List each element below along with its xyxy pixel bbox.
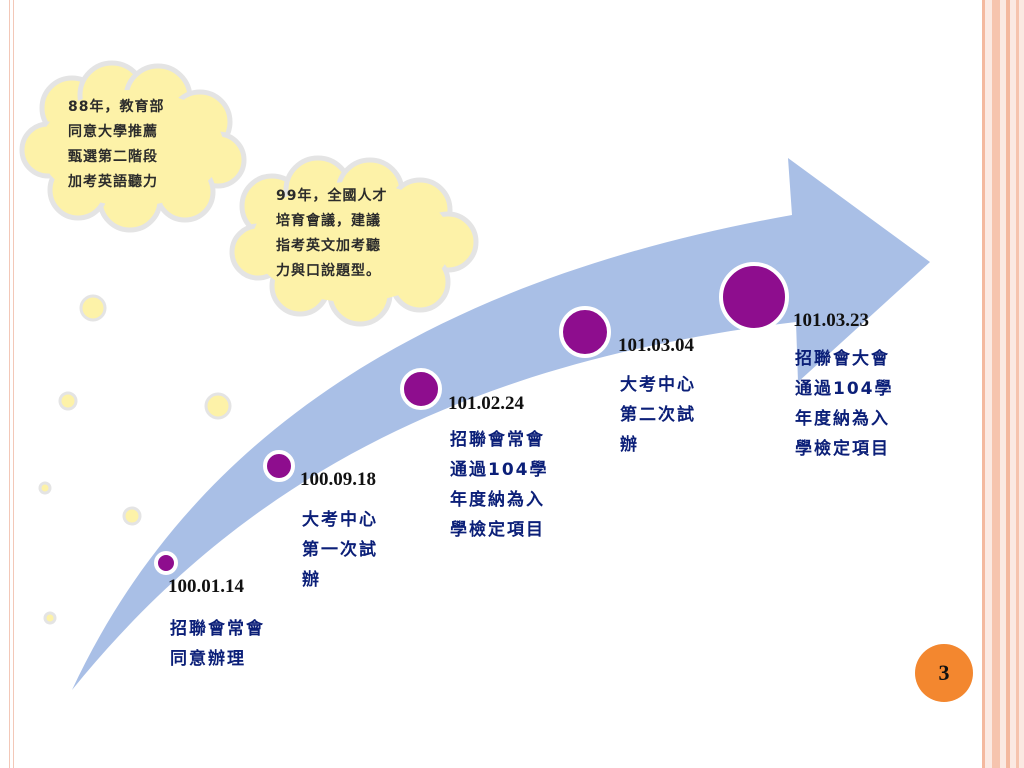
milestone-dot-4	[559, 306, 611, 358]
milestone-date-3: 101.02.24	[448, 393, 524, 414]
milestone-date-2: 100.09.18	[300, 469, 376, 490]
milestone-date-4: 101.03.04	[618, 335, 694, 356]
milestone-desc-4: 大考中心 第二次試 辦	[620, 375, 696, 455]
thought-bubbles	[38, 294, 232, 625]
cloud-text-2: 99年，全國人才 培育會議，建議 指考英文加考聽 力與口說題型。	[276, 188, 388, 279]
milestone-desc-1: 招聯會常會 同意辦理	[170, 619, 265, 669]
milestone-desc-5: 招聯會大會 通過104學 年度納為入 學檢定項目	[795, 349, 894, 459]
milestone-dot-3	[400, 368, 442, 410]
page-number-badge: 3	[915, 644, 973, 702]
left-frame-border	[0, 0, 14, 768]
milestone-date-5: 101.03.23	[793, 310, 869, 331]
milestone-dot-2	[263, 450, 295, 482]
milestone-desc-3: 招聯會常會 通過104學 年度納為入 學檢定項目	[450, 430, 549, 540]
milestone-dot-1	[154, 551, 178, 575]
milestone-date-1: 100.01.14	[168, 576, 244, 597]
milestone-desc-2: 大考中心 第一次試 辦	[302, 510, 378, 590]
milestone-dots	[154, 262, 789, 575]
right-frame-stripes	[982, 0, 1024, 768]
cloud-text-1: 88年，教育部 同意大學推薦 甄選第二階段 加考英語聽力	[68, 99, 165, 190]
timeline-arrow	[72, 158, 930, 690]
milestone-dot-5	[719, 262, 789, 332]
